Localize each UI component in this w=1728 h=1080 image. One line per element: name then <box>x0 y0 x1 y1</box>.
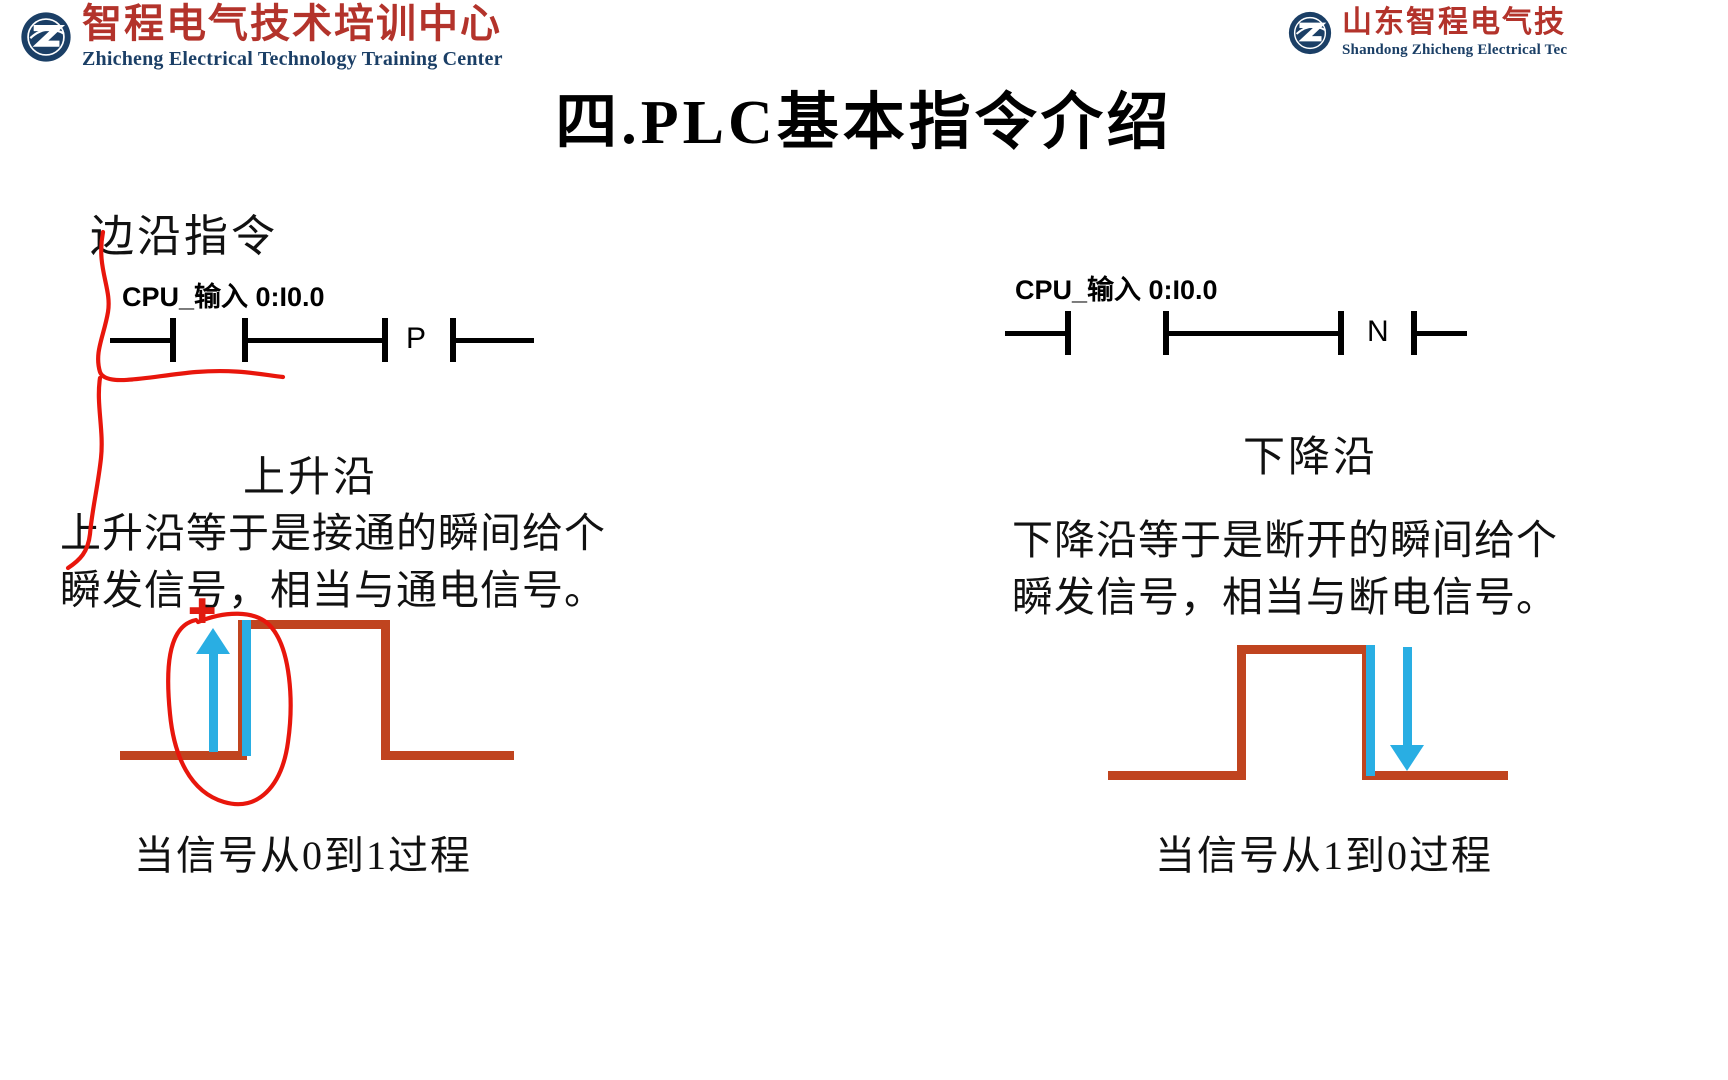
rung-wire-segment <box>246 338 386 343</box>
waveform-high-segment <box>1237 645 1370 654</box>
page-title: 四.PLC基本指令介绍 <box>555 89 1173 157</box>
rising-edge-marker-line <box>242 620 251 756</box>
logo-left-text-stack: 智程电气技术培训中心 Zhicheng Electrical Technolog… <box>82 1 503 70</box>
rising-edge-description-line-2: 瞬发信号，相当与通电信号。 <box>60 566 606 613</box>
waveform-low-segment <box>381 751 514 760</box>
rung-wire-segment <box>110 338 172 343</box>
rising-edge-caption: 当信号从0到1过程 <box>134 833 472 878</box>
falling-edge-arrow-head-icon <box>1390 745 1424 771</box>
waveform-rising-transition <box>1237 645 1246 780</box>
contact-bar-left <box>1338 311 1344 355</box>
contact-bar-right <box>450 318 456 362</box>
logo-left-en: Zhicheng Electrical Technology Training … <box>82 48 503 70</box>
logo-zhicheng-right: 山东智程电气技 Shandong Zhicheng Electrical Tec <box>1286 8 1567 58</box>
slide-header: 智程电气技术培训中心 Zhicheng Electrical Technolog… <box>0 0 1728 88</box>
falling-edge-description-line-2: 瞬发信号，相当与断电信号。 <box>1012 573 1558 620</box>
logo-right-text-stack: 山东智程电气技 Shandong Zhicheng Electrical Tec <box>1342 8 1567 58</box>
rung-wire-segment <box>1005 331 1067 336</box>
logo-zhicheng-left: 智程电气技术培训中心 Zhicheng Electrical Technolog… <box>18 4 503 69</box>
rising-edge-description-line-1: 上升沿等于是接通的瞬间给个 <box>60 510 606 556</box>
contact-bar-left <box>170 318 176 362</box>
rising-edge-description: 上升沿等于是接通的瞬间给个 瞬发信号，相当与通电信号。 <box>60 505 606 618</box>
contact-bar-right <box>1163 311 1169 355</box>
zhicheng-circle-z-logo-icon <box>18 9 74 65</box>
waveform-falling-transition <box>381 620 390 760</box>
waveform-high-segment <box>238 620 390 629</box>
contact-letter-n: N <box>1367 315 1389 348</box>
rung-wire-segment <box>1167 331 1342 336</box>
rising-edge-heading: 上升沿 <box>243 455 379 501</box>
falling-edge-heading: 下降沿 <box>1243 435 1379 481</box>
logo-right-en: Shandong Zhicheng Electrical Tec <box>1342 42 1568 58</box>
waveform-low-segment <box>120 751 242 760</box>
falling-edge-marker-line <box>1366 645 1375 776</box>
logo-right-cn: 山东智程电气技 <box>1342 6 1566 39</box>
ladder-tag-left: CPU_输入 0:I0.0 <box>122 282 325 312</box>
falling-edge-arrow-shaft <box>1403 647 1412 747</box>
falling-edge-description: 下降沿等于是断开的瞬间给个 瞬发信号，相当与断电信号。 <box>1012 512 1558 625</box>
plus-mark-icon: ✚ <box>188 593 217 631</box>
waveform-low-segment <box>1108 771 1241 780</box>
waveform-low-segment <box>1362 771 1508 780</box>
logo-left-cn: 智程电气技术培训中心 <box>82 1 502 46</box>
zhicheng-circle-z-logo-icon <box>1286 9 1334 57</box>
falling-edge-description-line-1: 下降沿等于是断开的瞬间给个 <box>1012 517 1558 563</box>
contact-bar-right <box>1411 311 1417 355</box>
contact-letter-p: P <box>406 322 427 355</box>
ladder-rung-falling: CPU_输入 0:I0.0 N <box>1005 268 1475 363</box>
ladder-tag-right: CPU_输入 0:I0.0 <box>1015 275 1218 305</box>
falling-edge-caption: 当信号从1到0过程 <box>1155 833 1493 878</box>
waveform-falling-edge <box>1108 645 1508 785</box>
ladder-rung-rising: CPU_输入 0:I0.0 P <box>110 275 540 370</box>
rung-wire-segment <box>454 338 534 343</box>
edge-instruction-label: 边沿指令 <box>90 212 278 261</box>
contact-bar-left <box>382 318 388 362</box>
rising-edge-arrow-shaft <box>209 652 218 752</box>
contact-bar-left <box>1065 311 1071 355</box>
rising-edge-arrow-head-icon <box>196 628 230 654</box>
rung-wire-segment <box>1415 331 1467 336</box>
waveform-rising-edge <box>120 620 520 765</box>
